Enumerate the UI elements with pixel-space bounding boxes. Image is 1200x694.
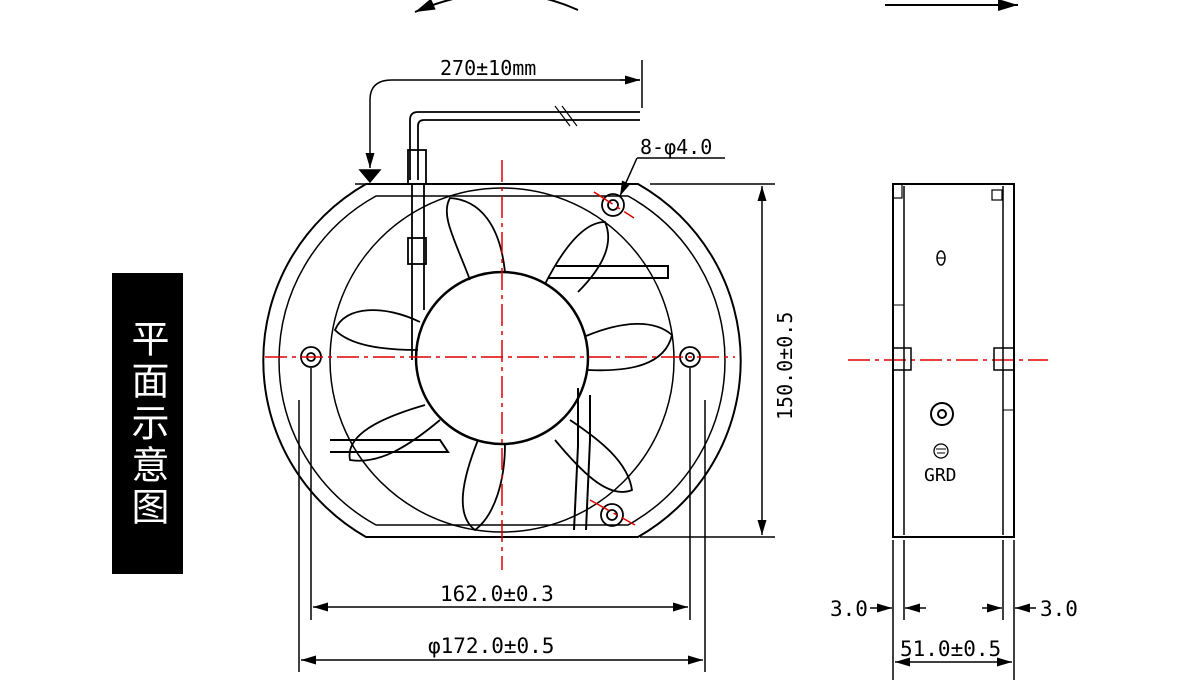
ground-label: GRD xyxy=(924,465,957,486)
center-lines xyxy=(265,160,1048,570)
mount-hole-text: 8-φ4.0 xyxy=(640,135,712,159)
view-title-text: 平面示意图 xyxy=(125,318,169,529)
fan-struts xyxy=(330,265,669,531)
depth-text: 51.0±0.5 xyxy=(900,637,1001,661)
height-dimension xyxy=(640,183,775,538)
diameter-text: φ172.0±0.5 xyxy=(428,634,554,658)
flange-left-text: 3.0 xyxy=(830,597,868,621)
rotation-direction-arrow xyxy=(414,0,579,13)
power-cable xyxy=(407,105,640,360)
hole-spacing-dimension xyxy=(310,368,691,620)
view-title-label: 平面示意图 xyxy=(112,273,183,574)
fan-side-view xyxy=(892,183,1015,538)
mount-hole-leader xyxy=(619,157,725,197)
cable-length-text: 270±10mm xyxy=(440,56,536,80)
flange-dimensions xyxy=(870,540,1036,680)
mounting-holes xyxy=(300,193,701,527)
height-text: 150.0±0.5 xyxy=(773,312,797,420)
hole-spacing-text: 162.0±0.3 xyxy=(440,582,554,606)
flange-right-text: 3.0 xyxy=(1040,597,1078,621)
cable-length-dimension xyxy=(355,60,643,185)
fan-blades xyxy=(333,197,673,532)
diameter-dimension xyxy=(298,400,706,672)
